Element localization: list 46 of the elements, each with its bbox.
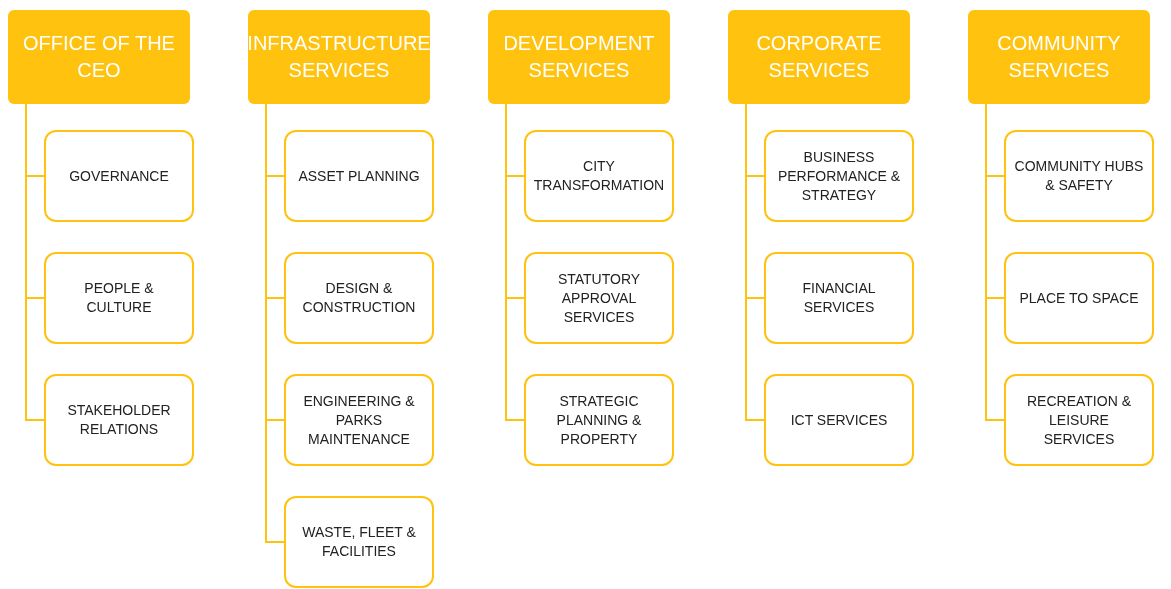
unit-label: BUSINESS PERFORMANCE & STRATEGY [776, 147, 902, 205]
unit-label: ICT SERVICES [790, 410, 888, 430]
unit-label: COMMUNITY HUBS & SAFETY [1014, 157, 1144, 195]
unit-label: PLACE TO SPACE [1019, 288, 1139, 308]
unit-label: RECREATION & LEISURE SERVICES [1026, 391, 1132, 449]
department-box [248, 10, 430, 104]
department-title: DEVELOPMENT SERVICES [502, 31, 656, 83]
unit-label: GOVERNANCE [69, 166, 169, 186]
unit-box [44, 130, 194, 222]
department-box [728, 10, 910, 104]
unit-box [44, 374, 194, 466]
unit-box [764, 374, 914, 466]
unit-label: PEOPLE & CULTURE [83, 279, 155, 317]
department-box [488, 10, 670, 104]
unit-box [764, 252, 914, 344]
department-title: CORPORATE SERVICES [755, 31, 883, 83]
unit-label: ENGINEERING & PARKS MAINTENANCE [302, 391, 416, 449]
department-title: INFRASTRUCTURE SERVICES [247, 31, 431, 83]
unit-label: FINANCIAL SERVICES [801, 279, 877, 317]
unit-box [284, 496, 434, 588]
connector-line [505, 103, 525, 421]
unit-label: STATUTORY APPROVAL SERVICES [556, 269, 642, 327]
unit-box [524, 374, 674, 466]
unit-label: STRATEGIC PLANNING & PROPERTY [555, 391, 643, 449]
connector-line [985, 103, 1005, 421]
unit-label: ASSET PLANNING [298, 166, 420, 186]
unit-box [284, 374, 434, 466]
connector-line [25, 103, 45, 421]
unit-label: STAKEHOLDER RELATIONS [66, 401, 172, 439]
department-title: OFFICE OF THE CEO [22, 31, 176, 83]
unit-label: CITY TRANSFORMATION [533, 157, 665, 195]
unit-box [524, 252, 674, 344]
unit-box [284, 252, 434, 344]
department-box [8, 10, 190, 104]
unit-box [1004, 252, 1154, 344]
unit-box [1004, 374, 1154, 466]
unit-label: WASTE, FLEET & FACILITIES [301, 523, 417, 561]
connector-line [745, 103, 765, 421]
unit-box [284, 130, 434, 222]
department-box [968, 10, 1150, 104]
unit-label: DESIGN & CONSTRUCTION [301, 279, 417, 317]
unit-box [764, 130, 914, 222]
department-title: COMMUNITY SERVICES [996, 31, 1122, 83]
unit-box [44, 252, 194, 344]
unit-box [524, 130, 674, 222]
unit-box [1004, 130, 1154, 222]
